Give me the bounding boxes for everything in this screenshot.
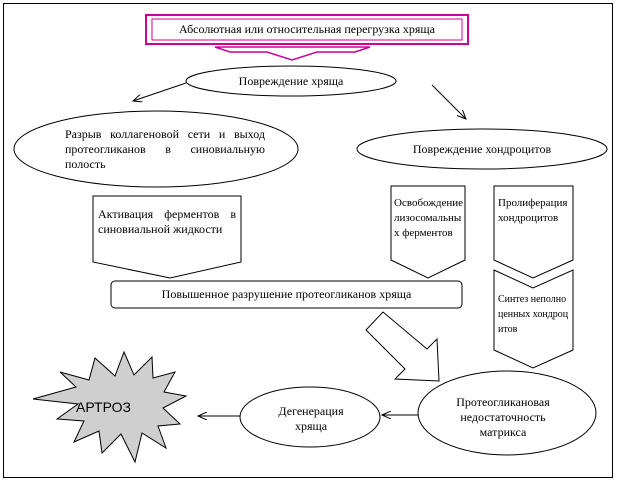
proliferation-callout [493,185,574,279]
collagen-rupture-label: Разрыв коллагеновой сети и выход протеог… [65,127,265,171]
overload-box-inner [151,18,463,41]
proliferation-label: Пролиферация хондроцитов [498,197,568,224]
enzyme-activation-label: Активация ферментов в синовиальной жидко… [98,207,236,236]
proteoglycan-destruction-label: Повышенное разрушение протеогликанов хря… [161,287,412,301]
cartilage-damage-ellipse [185,65,397,97]
overload-label: Абсолютная или относительная перегрузка … [179,22,435,36]
proteoglycan-destruction-box [110,280,463,309]
overload-box [145,14,469,45]
matrix-deficiency-ellipse [417,370,597,456]
lysosomal-release-callout [390,185,466,279]
lysosomal-release-label: Освобождение лизосомальных ферментов [394,197,464,239]
overload-down-arrow [214,46,371,61]
arrow-to-collagen [133,82,187,101]
matrix-deficiency-label: Протеогликановая недостаточность матрикс… [456,395,550,439]
arthrosis-label: АРТРОЗ [76,399,131,415]
enzyme-activation-callout [92,195,242,279]
synthesis-chevron [493,269,574,369]
arrow-to-chondrocyte [431,84,466,119]
degeneration-label: Дегенерация хряща [278,404,344,433]
synthesis-label: Синтез неполноценных хондроцитов [498,294,569,335]
collagen-rupture-ellipse [13,110,299,188]
degeneration-ellipse [239,386,381,448]
diagram-frame [3,3,613,478]
chondrocyte-damage-label: Повреждение хондроцитов [412,142,552,156]
block-arrow [365,311,440,382]
chondrocyte-damage-ellipse [356,128,608,170]
cartilage-damage-label: Повреждение хряща [238,74,344,88]
arthrosis-star [32,350,188,464]
